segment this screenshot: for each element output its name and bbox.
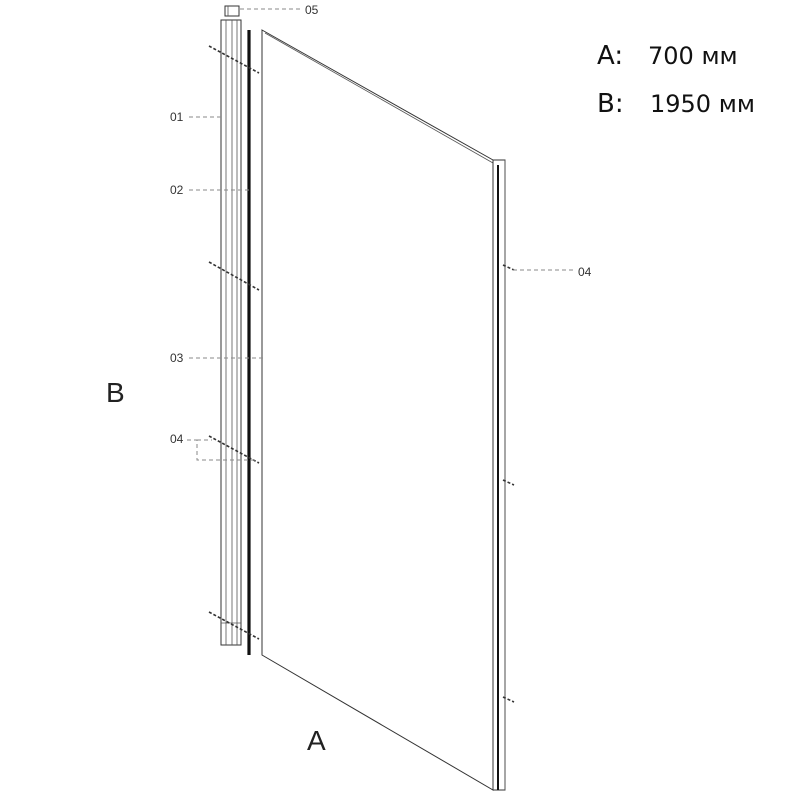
- callout-05: 05: [305, 3, 319, 17]
- spec-b-key: B:: [597, 89, 624, 119]
- screw-right-1: [502, 264, 515, 271]
- end-cap-body: [224, 5, 240, 17]
- screw-left-1: [208, 45, 260, 74]
- spec-b-value: 1950 мм: [650, 90, 755, 118]
- glass-panel: [261, 29, 494, 791]
- right-screws: [502, 264, 515, 703]
- spec-table: A: 700 мм B: 1950 мм: [597, 41, 755, 119]
- spec-a-key: A:: [597, 41, 623, 71]
- glass-panel-top-edge: [264, 32, 494, 164]
- callout-04-right: 04: [578, 265, 592, 279]
- screw-right-2: [502, 479, 515, 486]
- leader-lines: [187, 8, 575, 461]
- spec-a-value: 700 мм: [648, 42, 738, 70]
- right-edge-profile: [492, 159, 506, 791]
- screw-right-3: [502, 696, 515, 703]
- left-screws: [208, 45, 260, 640]
- screw-left-2: [208, 261, 260, 291]
- wall-profile: [220, 19, 242, 646]
- callout-01: 01: [170, 110, 184, 124]
- leader-04-left: [187, 439, 257, 461]
- callout-03: 03: [170, 351, 184, 365]
- callout-04-left: 04: [170, 432, 184, 446]
- end-cap: [224, 5, 240, 17]
- callout-02: 02: [170, 183, 184, 197]
- screw-left-4: [208, 611, 260, 640]
- glass-panel-outline: [261, 29, 494, 791]
- screw-left-3: [208, 435, 260, 464]
- dimension-a-letter: A: [307, 725, 326, 756]
- dimension-b-letter: B: [106, 377, 125, 408]
- wall-profile-outer: [220, 19, 242, 646]
